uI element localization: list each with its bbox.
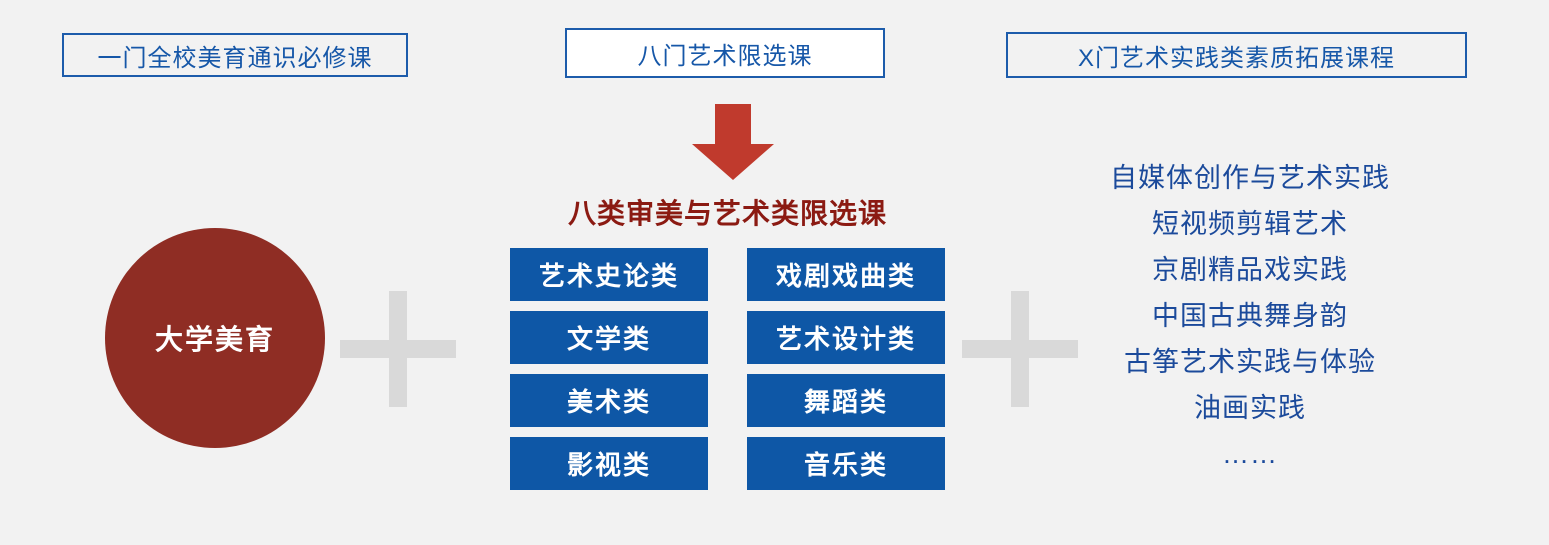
header-box-elective-label: 八门艺术限选课 xyxy=(637,42,813,70)
plus-icon xyxy=(962,291,1078,407)
header-box-practice-label: X门艺术实践类素质拓展课程 xyxy=(1077,44,1395,72)
plus-horizontal-bar xyxy=(962,340,1078,358)
core-circle: 大学美育 xyxy=(105,228,325,448)
practice-course-list: 自媒体创作与艺术实践 短视频剪辑艺术 京剧精品戏实践 中国古典舞身韵 古筝艺术实… xyxy=(1050,155,1450,477)
list-item: 自媒体创作与艺术实践 xyxy=(1110,163,1390,193)
header-box-practice-course: X门艺术实践类素质拓展课程 xyxy=(1006,32,1467,78)
category-button: 舞蹈类 xyxy=(747,374,945,427)
category-button: 艺术史论类 xyxy=(510,248,708,301)
header-box-required-label: 一门全校美育通识必修课 xyxy=(97,44,373,72)
list-item: 京剧精品戏实践 xyxy=(1152,255,1348,285)
category-button: 影视类 xyxy=(510,437,708,490)
category-button-grid: 艺术史论类 戏剧戏曲类 文学类 艺术设计类 美术类 舞蹈类 影视类 音乐类 xyxy=(510,248,945,490)
category-button: 文学类 xyxy=(510,311,708,364)
list-item: 古筝艺术实践与体验 xyxy=(1124,347,1376,377)
ellipsis-item: …… xyxy=(1222,439,1278,469)
list-item: 油画实践 xyxy=(1194,393,1306,423)
header-box-required-course: 一门全校美育通识必修课 xyxy=(62,33,408,77)
list-item: 短视频剪辑艺术 xyxy=(1152,209,1348,239)
header-box-elective-course: 八门艺术限选课 xyxy=(565,28,885,78)
down-arrow-icon xyxy=(692,104,774,180)
plus-icon xyxy=(340,291,456,407)
category-button: 音乐类 xyxy=(747,437,945,490)
category-button: 艺术设计类 xyxy=(747,311,945,364)
core-circle-label: 大学美育 xyxy=(154,324,275,355)
elective-section-title: 八类审美与艺术类限选课 xyxy=(567,198,887,229)
category-button: 戏剧戏曲类 xyxy=(747,248,945,301)
plus-horizontal-bar xyxy=(340,340,456,358)
category-button: 美术类 xyxy=(510,374,708,427)
list-item: 中国古典舞身韵 xyxy=(1152,301,1348,331)
